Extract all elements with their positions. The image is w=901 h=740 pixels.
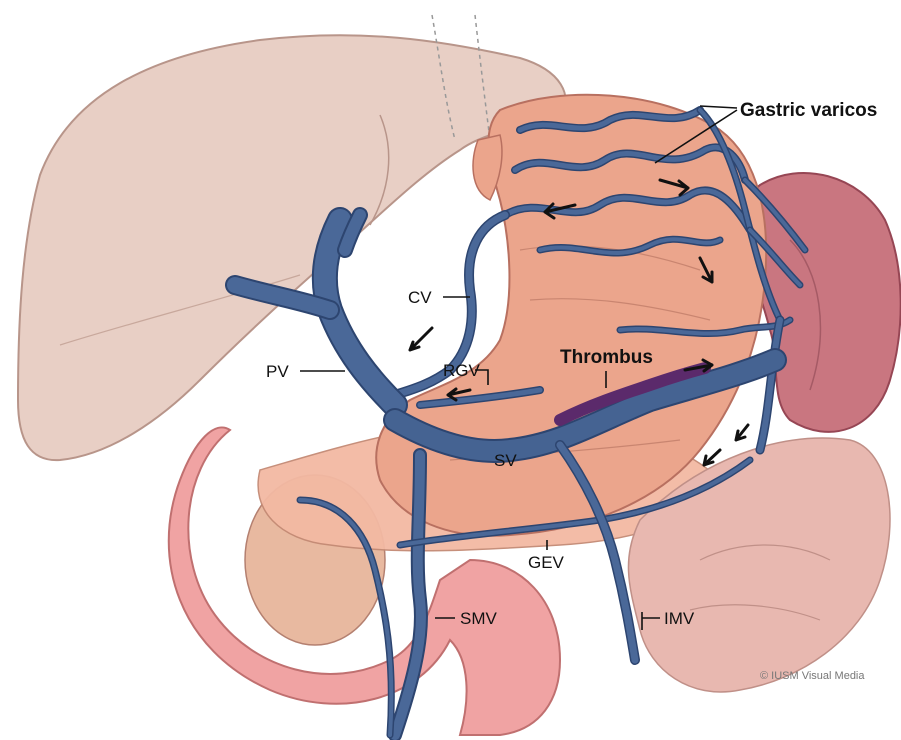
label-imv: IMV [664, 609, 695, 628]
label-cv: CV [408, 288, 432, 307]
label-smv: SMV [460, 609, 498, 628]
label-pv: PV [266, 362, 289, 381]
credit-line: © IUSM Visual Media [760, 670, 865, 682]
label-thrombus: Thrombus [560, 347, 653, 368]
label-gev: GEV [528, 553, 565, 572]
label-rgv: RGV [443, 361, 481, 380]
label-gastric-varices: Gastric varicos [740, 100, 877, 121]
label-sv: SV [494, 451, 517, 470]
